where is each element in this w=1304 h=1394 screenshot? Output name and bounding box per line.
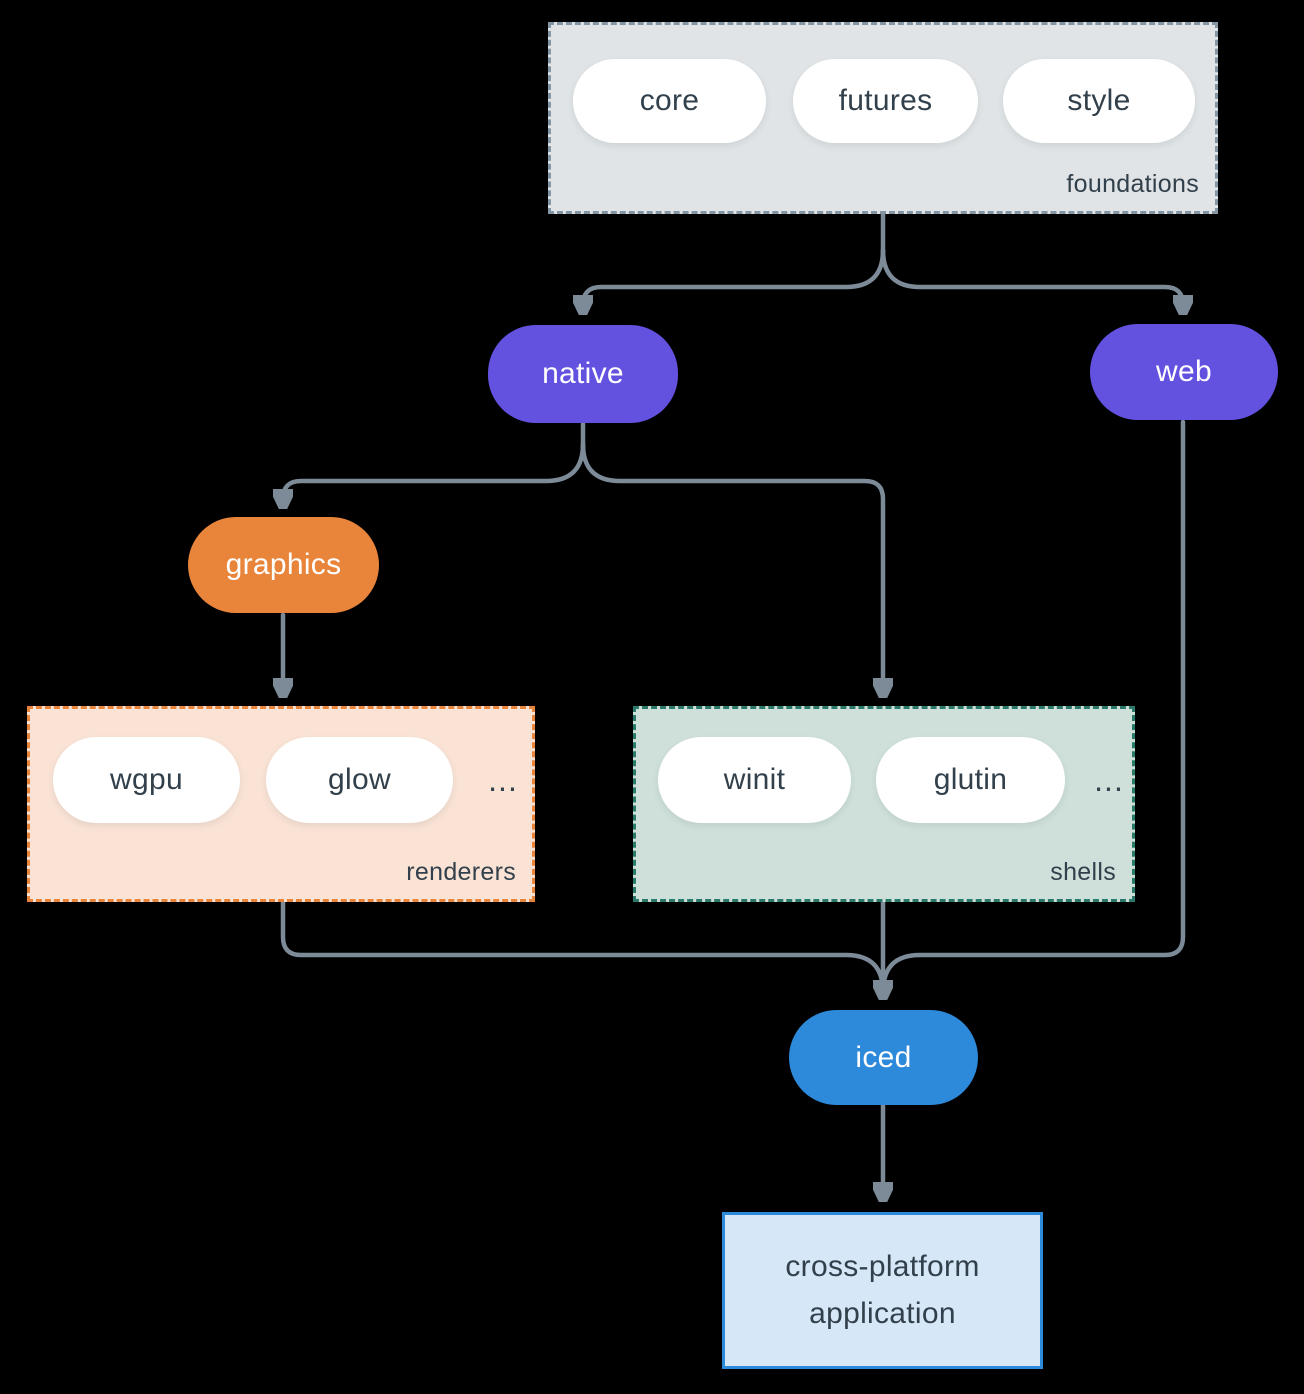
node-style-label: style [1067,84,1131,117]
node-winit-label: winit [723,763,786,796]
node-winit: winit [658,737,851,823]
node-core: core [573,59,766,143]
shells-ellipsis: ... [1094,761,1124,798]
node-native-label: native [542,357,624,390]
node-style: style [1003,59,1195,143]
node-iced: iced [789,1010,978,1105]
node-glow: glow [266,737,453,823]
node-glutin: glutin [876,737,1065,823]
node-futures: futures [793,59,978,143]
node-futures-label: futures [838,84,933,117]
edge-foundations-web [880,247,1183,311]
node-web-label: web [1156,355,1212,388]
node-glutin-label: glutin [933,763,1008,796]
node-wgpu-label: wgpu [110,763,183,796]
node-iced-label: iced [855,1040,912,1074]
node-graphics: graphics [188,517,379,613]
node-graphics-label: graphics [225,548,342,581]
node-glow-label: glow [328,763,391,796]
group-renderers-label: renderers [406,858,516,886]
group-foundations-label: foundations [1066,170,1199,198]
renderers-ellipsis: ... [488,761,518,798]
node-wgpu: wgpu [53,737,240,823]
edge-native-shells [580,441,883,694]
node-cross-platform-application: cross-platform application [722,1212,1043,1369]
edge-renderers-merge [280,899,886,995]
node-native: native [488,325,678,423]
edge-native-graphics [283,441,586,505]
group-foundations: core futures style foundations [548,22,1218,214]
node-web: web [1090,324,1278,420]
edge-web-merge [880,419,1186,995]
node-cross-platform-application-label: cross-platform application [785,1250,980,1330]
group-renderers: wgpu glow ... renderers [27,706,535,902]
node-core-label: core [639,84,700,117]
group-shells: winit glutin ... shells [633,706,1135,902]
group-shells-label: shells [1050,858,1116,886]
edge-foundations-native [583,247,886,311]
